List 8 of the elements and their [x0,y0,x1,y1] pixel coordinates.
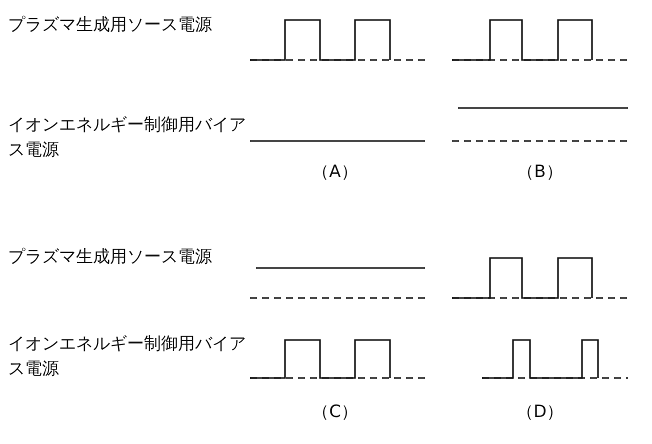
panel-label: （A） [311,161,359,184]
panel-label: （B） [516,161,564,184]
panel-label: （D） [515,401,565,424]
power-supply-label: プラズマ生成用ソース電源 [8,14,213,37]
power-supply-label: プラズマ生成用ソース電源 [8,246,213,269]
panel-label: （C） [311,401,359,424]
power-supply-label: イオンエネルギー制御用バイアス電源 [8,114,246,162]
power-supply-label: イオンエネルギー制御用バイアス電源 [8,333,246,381]
